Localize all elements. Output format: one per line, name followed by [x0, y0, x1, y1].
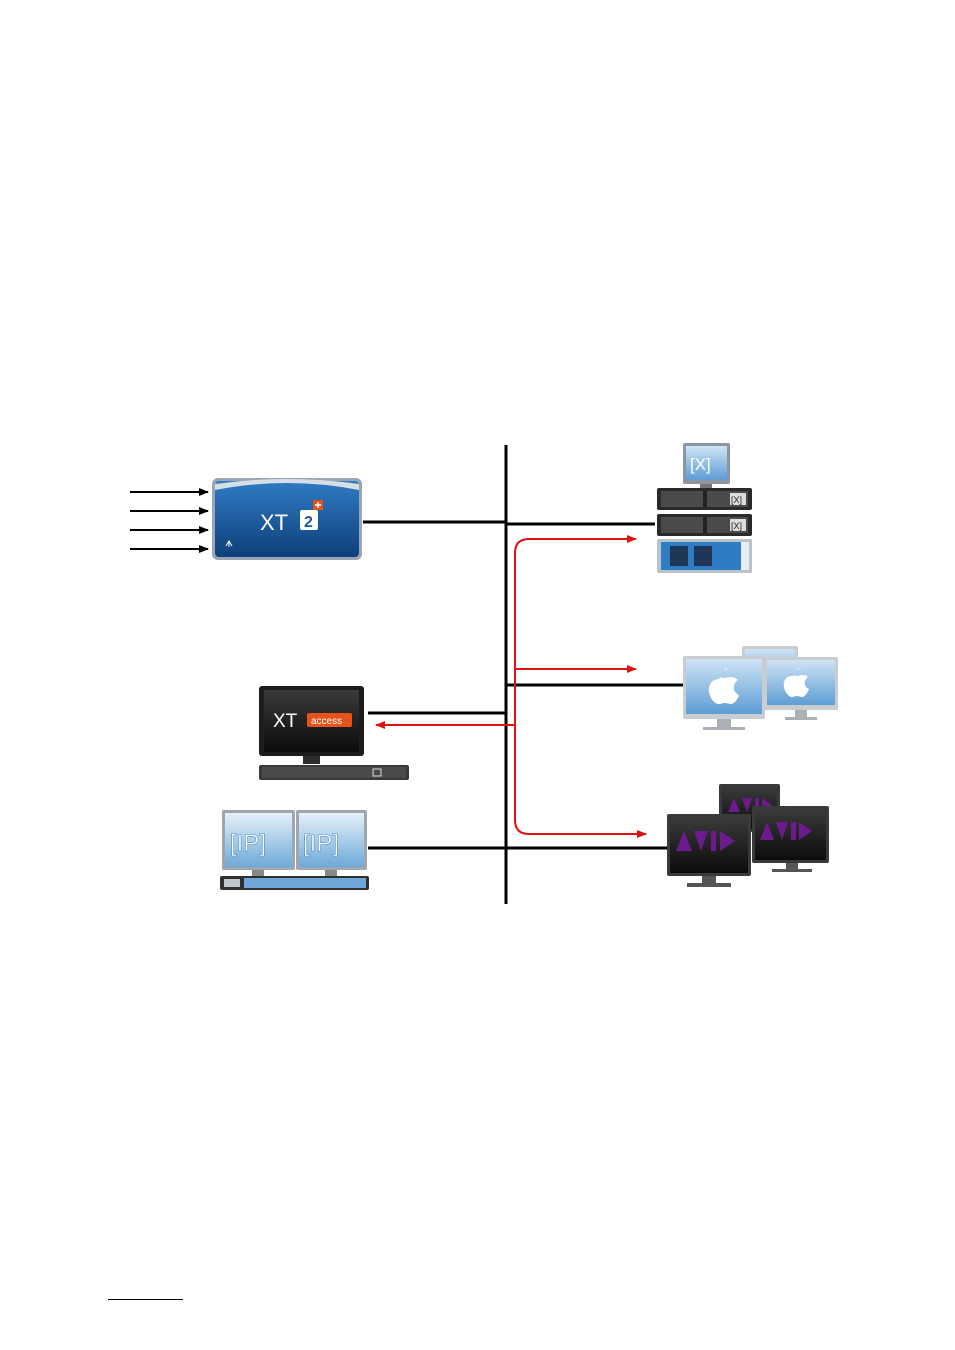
transfer-path-avid	[515, 725, 646, 834]
ipdirector-logo-left: [IP]	[230, 830, 266, 857]
xt-server-logo-sup: 2	[304, 514, 313, 531]
xt-access-logo-text: XT	[273, 711, 298, 732]
svg-text:[X]: [X]	[731, 521, 742, 531]
xfile-server-stack-icon[interactable]: [X] [X] [X]	[657, 443, 752, 573]
xt-access-logo-badge: access	[311, 716, 342, 727]
xt-server-logo-text: XT	[260, 510, 288, 535]
apple-workstations-icon[interactable]	[683, 646, 838, 730]
network-links	[363, 522, 683, 848]
xt-access-workstation-icon[interactable]: XT access	[259, 686, 409, 780]
footer-rule	[108, 1299, 183, 1300]
xfile-monitor-logo: [X]	[690, 455, 711, 474]
ipdirector-workstations-icon[interactable]: [IP] [IP]	[220, 810, 369, 890]
avid-workstations-icon[interactable]	[667, 784, 829, 887]
ipdirector-logo-right: [IP]	[303, 830, 339, 857]
xt2-server-icon[interactable]: XT 2	[212, 478, 362, 560]
transfer-path-main	[515, 539, 636, 725]
input-feeds	[130, 492, 208, 549]
svg-text:[X]: [X]	[731, 495, 742, 505]
